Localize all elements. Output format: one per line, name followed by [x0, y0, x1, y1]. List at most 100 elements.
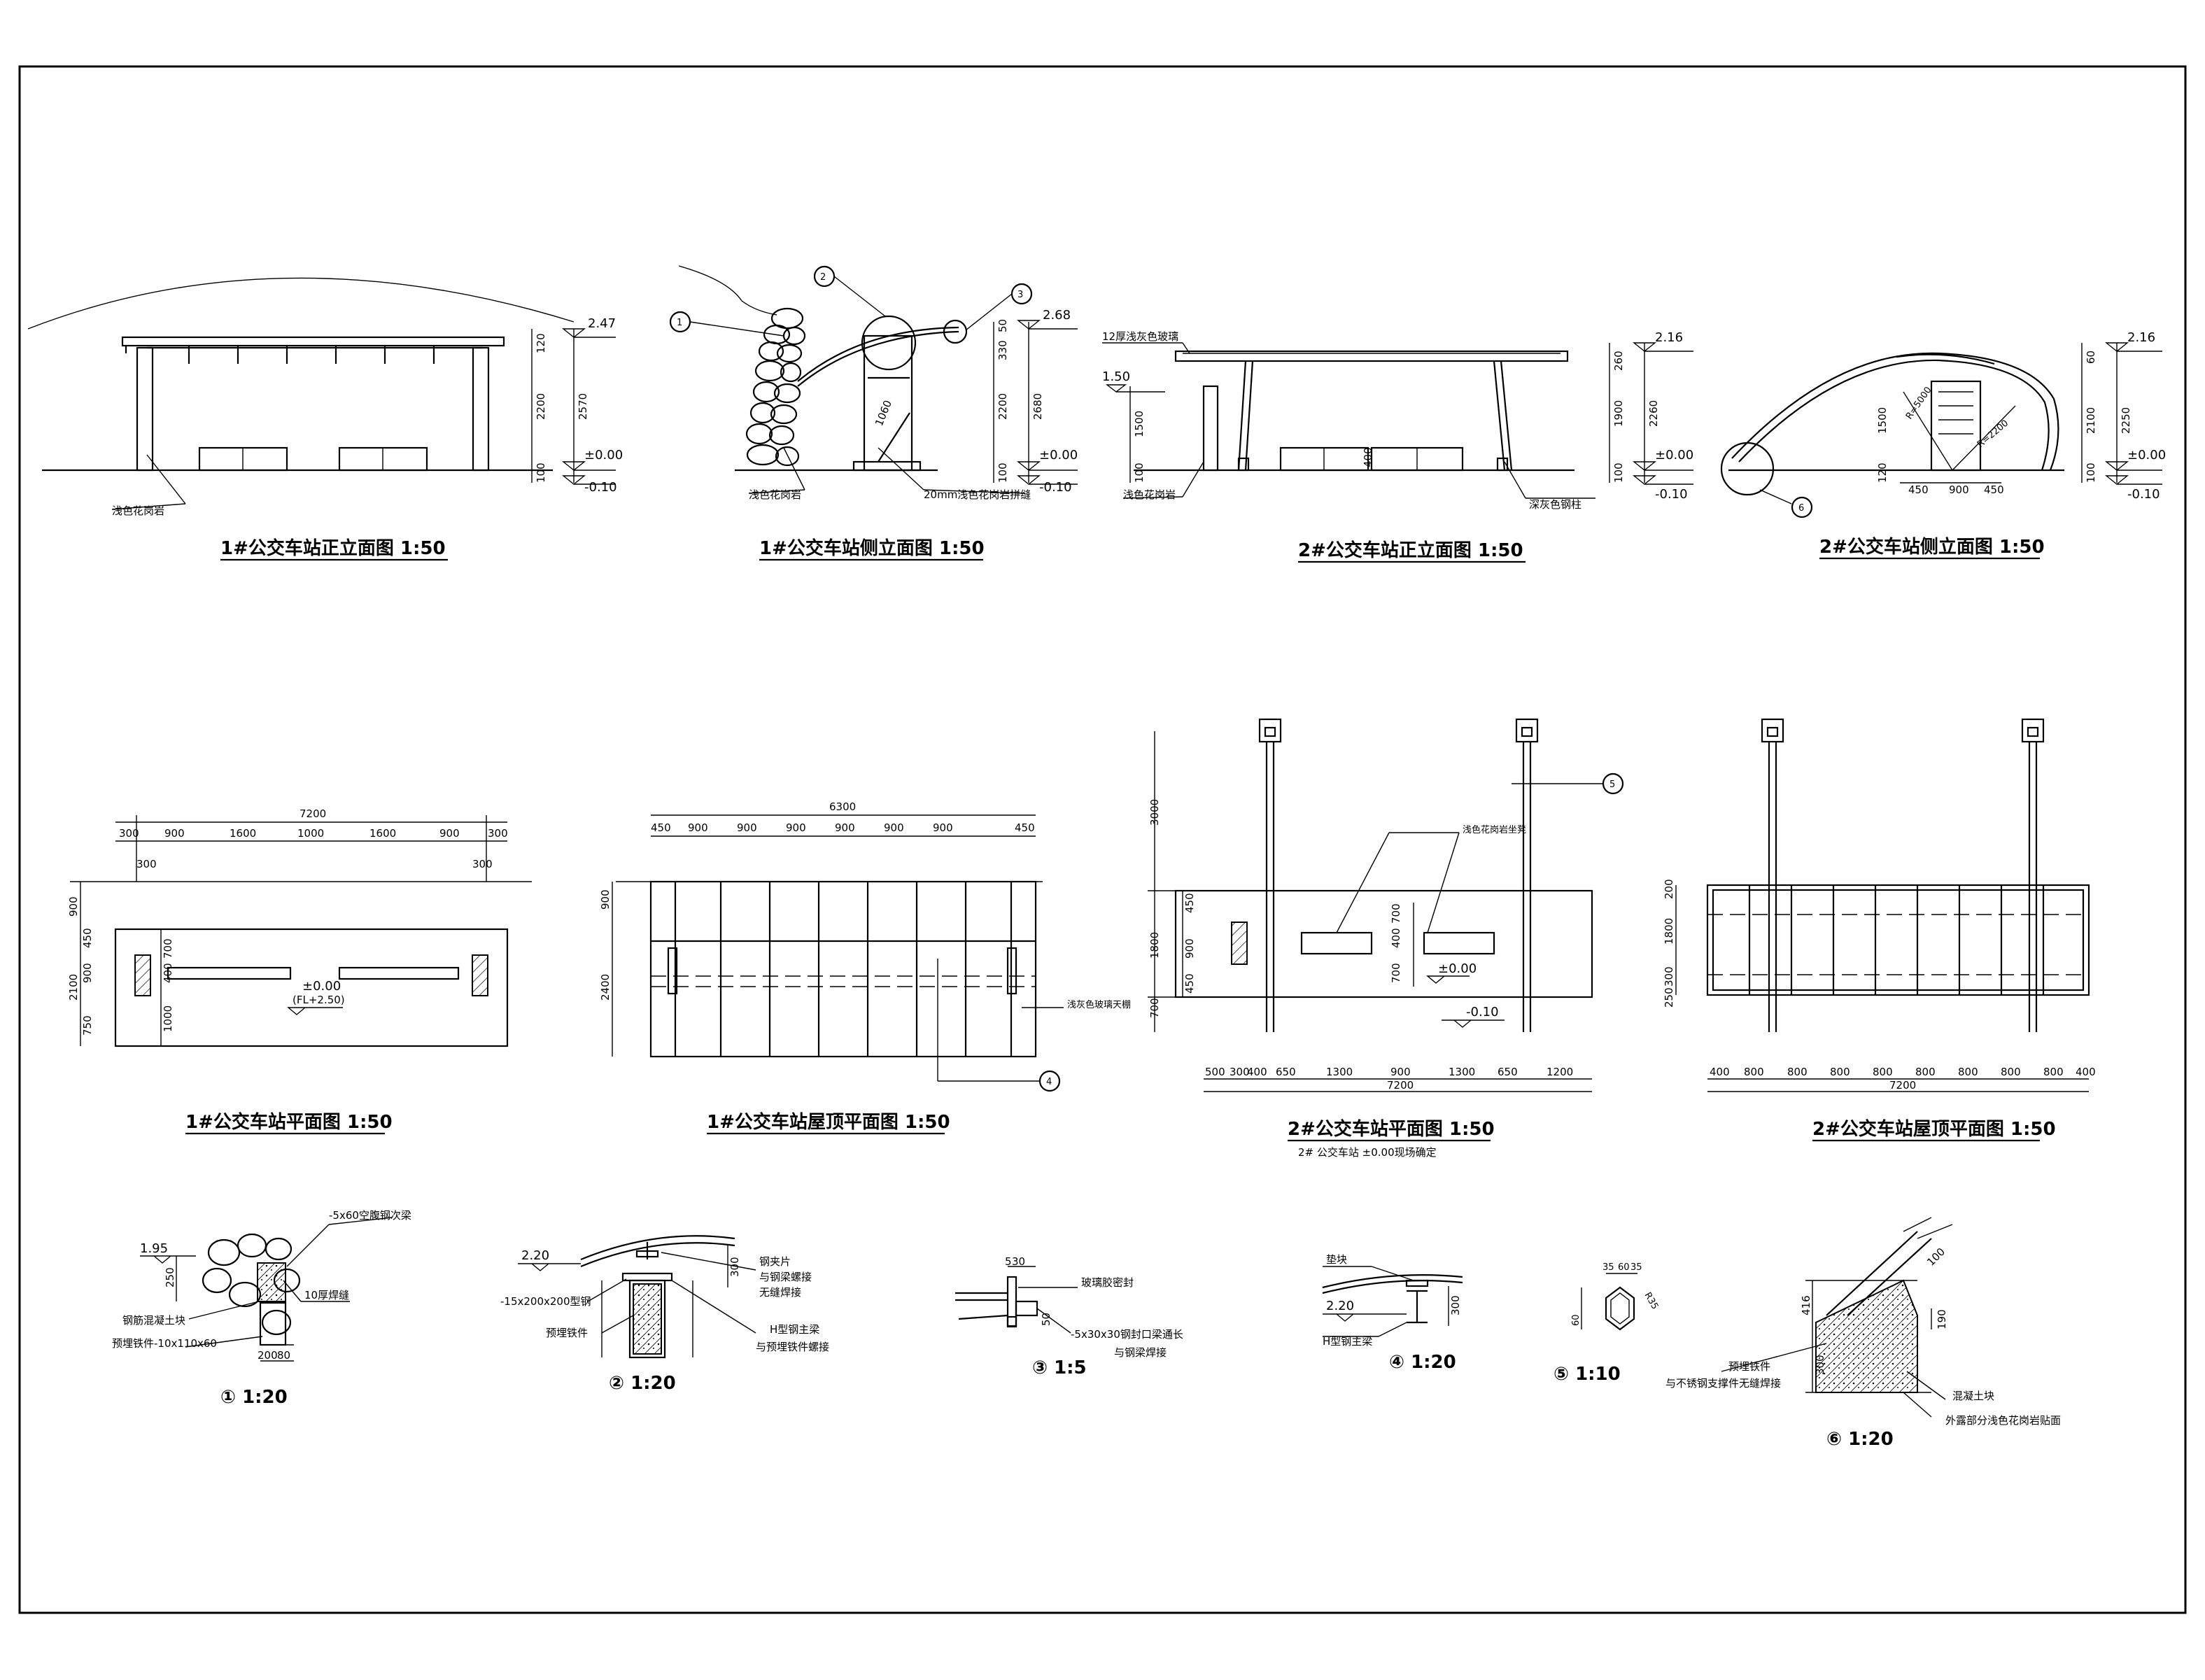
- d7-dim: 300: [1230, 1066, 1250, 1078]
- d7-title: 2#公交车站平面图 1:50: [1288, 1118, 1495, 1140]
- d7-dim: 900: [1390, 1066, 1411, 1078]
- d2-dim: 2680: [1031, 393, 1044, 420]
- d4-dim: 900: [1949, 483, 1969, 496]
- det2-level: 2.20: [521, 1248, 549, 1263]
- det1-note: 10厚焊缝: [304, 1289, 349, 1301]
- d3-level-neg: -0.10: [1655, 487, 1688, 502]
- det2-note: 钢夹片: [759, 1255, 791, 1268]
- d7-dim: 700: [1148, 998, 1161, 1018]
- d6-dim: 450: [1015, 821, 1035, 834]
- det5-dim: 35: [1630, 1262, 1642, 1273]
- d5-dim: 300: [136, 858, 157, 870]
- d3-level-zero: ±0.00: [1655, 448, 1693, 463]
- det2-note: 与钢梁螺接: [759, 1271, 812, 1283]
- det3-note: 玻璃胶密封: [1081, 1276, 1134, 1289]
- det1-dim: 200: [258, 1349, 278, 1362]
- detail-6: 416 300 190 100 预埋铁件 与不锈钢支撑件无缝焊接 混凝土块 外露…: [1665, 1217, 2061, 1450]
- d3-dim: 1500: [1133, 411, 1146, 437]
- d8-dim: 800: [2001, 1066, 2021, 1078]
- detail-3: 5 30 50 玻璃胶密封 -5x30x30钢封口梁通长 与钢梁焊接 ③ 1:5: [955, 1255, 1183, 1378]
- detail-5: 35 60 35 R35 60 ⑤ 1:10: [1554, 1262, 1660, 1385]
- d4-dim: 450: [1984, 483, 2004, 496]
- d8-dim-total: 7200: [1889, 1079, 1916, 1092]
- det2-note: 无缝焊接: [759, 1286, 801, 1299]
- d3-level-mid: 1.50: [1102, 369, 1130, 384]
- det3-dim: 50: [1040, 1313, 1052, 1326]
- det2-label: ② 1:20: [609, 1373, 676, 1394]
- d5-dim: 700: [162, 938, 174, 959]
- det6-label: ⑥ 1:20: [1826, 1429, 1894, 1450]
- d5-dim: 300: [472, 858, 493, 870]
- d7-dim: 400: [1390, 928, 1402, 948]
- d7-dim: 1300: [1326, 1066, 1353, 1078]
- d4-level-zero: ±0.00: [2127, 448, 2166, 463]
- d5-dim: 1000: [162, 1005, 174, 1032]
- det5-dim: 35: [1602, 1262, 1614, 1273]
- det5-label: ⑤ 1:10: [1554, 1364, 1621, 1385]
- d6-title: 1#公交车站屋顶平面图 1:50: [707, 1111, 950, 1133]
- d7-dim: 500: [1205, 1066, 1225, 1078]
- d2-level-neg: -0.10: [1039, 480, 1072, 495]
- d7-dim: 900: [1183, 938, 1196, 959]
- det6-dim: 300: [1814, 1355, 1826, 1375]
- det5-dim: 60: [1618, 1262, 1630, 1273]
- det6-note: 与不锈钢支撑件无缝焊接: [1665, 1377, 1781, 1390]
- d7-dim: 700: [1390, 903, 1402, 924]
- d2-dim: 1060: [873, 398, 894, 428]
- d2-dim: 2200: [996, 393, 1009, 420]
- det5-dim: R35: [1642, 1291, 1661, 1312]
- d7-dim: 700: [1390, 963, 1402, 983]
- d5-dim: 1000: [297, 827, 324, 840]
- d5-dim: 900: [164, 827, 185, 840]
- d7-dim: 1300: [1449, 1066, 1475, 1078]
- d6-dim: 900: [737, 821, 757, 834]
- d6-dim-total: 6300: [829, 800, 856, 813]
- d3-dim: 2260: [1647, 400, 1660, 427]
- d3-title: 2#公交车站正立面图 1:50: [1298, 539, 1523, 561]
- d2-callout: 3: [1017, 290, 1023, 300]
- d2-note: 浅色花岗岩: [749, 488, 801, 501]
- detail-1: 1.95 250 200 80 -5x60空腹钢次梁 10厚焊缝 钢筋混凝土块 …: [112, 1209, 411, 1408]
- d7-level-neg: -0.10: [1466, 1005, 1499, 1019]
- d8-dim: 800: [1915, 1066, 1936, 1078]
- d5-dim: 450: [81, 928, 94, 948]
- det6-note: 预埋铁件: [1728, 1360, 1770, 1373]
- d7-dim: 1800: [1148, 932, 1161, 959]
- det4-dim: 300: [1449, 1295, 1462, 1315]
- d7-dim: 400: [1247, 1066, 1267, 1078]
- d5-level: ±0.00: [302, 979, 341, 994]
- det2-note: -15x200x200型钢: [500, 1295, 591, 1308]
- sheet-border: [18, 65, 2187, 1614]
- det2-note: 预埋铁件: [546, 1327, 588, 1339]
- d8-dim: 800: [1744, 1066, 1764, 1078]
- d1-dim: 2200: [535, 393, 547, 420]
- d5-dim: 1600: [369, 827, 396, 840]
- d4-dim: 450: [1908, 483, 1929, 496]
- d1-level-neg: -0.10: [584, 480, 617, 495]
- d8-dim: 800: [1873, 1066, 1893, 1078]
- d2-note: 20mm浅色花岗岩拼缝: [924, 488, 1031, 501]
- d4-level-neg: -0.10: [2127, 487, 2160, 502]
- d8-dim: 400: [1710, 1066, 1730, 1078]
- d4-dim: 1500: [1876, 407, 1889, 434]
- d4-dim: 120: [1876, 463, 1889, 483]
- d1-level-zero: ±0.00: [584, 448, 623, 463]
- d2-dim: 100: [996, 463, 1009, 483]
- d8-dim: 200: [1663, 879, 1675, 899]
- d4-dim: 100: [2085, 463, 2097, 483]
- det1-dim: 250: [164, 1267, 176, 1287]
- d5-dim: 1600: [230, 827, 256, 840]
- d8-dim: 250: [1663, 987, 1675, 1008]
- det4-level: 2.20: [1326, 1299, 1354, 1313]
- d5-level-fl: (FL+2.50): [293, 994, 345, 1006]
- d8-title: 2#公交车站屋顶平面图 1:50: [1812, 1118, 2056, 1140]
- d1-dim: 100: [535, 463, 547, 483]
- d7-dim: 450: [1183, 973, 1196, 994]
- det3-note: -5x30x30钢封口梁通长: [1071, 1328, 1183, 1341]
- d5-title: 1#公交车站平面图 1:50: [185, 1111, 393, 1133]
- det3-dim: 5: [1005, 1255, 1012, 1268]
- d8-dim: 1800: [1663, 918, 1675, 945]
- d6-dim: 900: [786, 821, 806, 834]
- d7-dim-total: 7200: [1387, 1079, 1414, 1092]
- d6-dim: 900: [884, 821, 904, 834]
